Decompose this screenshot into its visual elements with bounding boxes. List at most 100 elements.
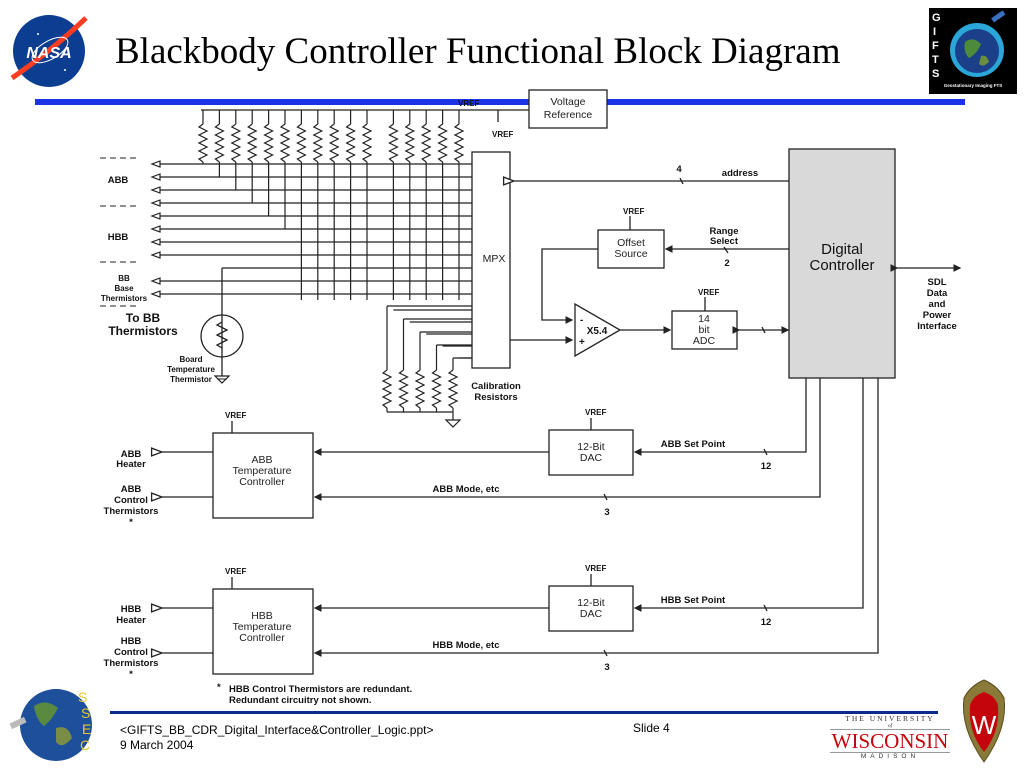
abb-controller-label-3: Controller [239, 476, 285, 488]
channel-arrow [150, 173, 161, 181]
resistor [437, 123, 448, 163]
ssec-logo: S S E C [6, 680, 98, 766]
svg-text:S: S [81, 705, 90, 721]
hbb-set-point-bits: 12 [761, 617, 772, 628]
uw-text-top: THE UNIVERSITY [845, 714, 935, 723]
amp-plus: + [579, 337, 585, 348]
range-select-label-1: Range [709, 226, 738, 237]
voltage-reference-block [528, 89, 608, 129]
abb-dac-label-2: DAC [580, 452, 603, 464]
amp-minus: - [580, 315, 583, 326]
abb-heater-label-1: ABB [121, 449, 142, 460]
vref-label: VREF [492, 130, 513, 139]
board-thermistor-label-3: Thermistor [170, 375, 212, 384]
resistor [381, 369, 393, 409]
hbb-thermistors-label-3: Thermistors [104, 658, 159, 669]
offset-source-block [597, 229, 665, 269]
hbb-mode-label: HBB Mode, etc [432, 640, 499, 651]
resistor [414, 369, 426, 409]
abb-dac-block [548, 429, 634, 476]
hbb-heater-label-1: HBB [121, 604, 142, 615]
offset-source-label-2: Source [614, 248, 647, 260]
to-bb-thermistors-label-2: Thermistors [108, 324, 178, 338]
to-bb-thermistors-label-1: To BB [126, 311, 161, 325]
footnote-line-2: Redundant circuitry not shown. [229, 695, 372, 706]
resistor [453, 123, 465, 163]
svg-text:F: F [932, 40, 939, 52]
hbb-thermistors-label-4: * [129, 669, 133, 680]
resistor [447, 369, 459, 409]
hbb-controller-label-3: Controller [239, 632, 285, 644]
uw-text-of: of [887, 723, 893, 729]
resistor [296, 123, 307, 163]
mpx-label: MPX [483, 253, 506, 265]
sdl-label-3: and [929, 299, 946, 310]
bus-slash [679, 177, 684, 185]
uw-madison-crest: W [958, 678, 1010, 764]
svg-text:G: G [932, 12, 941, 24]
channel-arrow [150, 251, 161, 259]
digital-controller-block [788, 148, 896, 379]
voltage-reference-label-2: Reference [544, 109, 593, 121]
footer-date: 9 March 2004 [120, 738, 194, 752]
footnote-star: * [217, 682, 221, 693]
hbb-temperature-controller-block [212, 588, 314, 675]
amp-gain-label: X5.4 [587, 326, 608, 337]
abb-heater-label-2: Heater [116, 459, 146, 470]
resistor [328, 123, 340, 163]
hbb-mode-bus [313, 378, 879, 657]
abb-label: ABB [108, 175, 129, 186]
mpx-block [471, 151, 511, 369]
svg-text:S: S [78, 689, 87, 705]
resistor [420, 123, 432, 163]
footer-divider [110, 711, 938, 714]
vref-label: VREF [698, 288, 719, 297]
hbb-thermistors-label-2: Control [114, 647, 148, 658]
abb-thermistors-label-1: ABB [121, 484, 142, 495]
calibration-resistors-label-1: Calibration [471, 381, 521, 392]
resistor [398, 369, 409, 409]
channel-arrow [150, 238, 161, 246]
svg-text:T: T [932, 54, 939, 66]
vref-label: VREF [458, 99, 479, 108]
gifts-logo: G I F T S Geostationary Imaging FTS [929, 8, 1017, 94]
page-title: Blackbody Controller Functional Block Di… [115, 31, 841, 72]
footnote-line-1: HBB Control Thermistors are redundant. [229, 684, 412, 695]
abb-set-point-bus [633, 378, 807, 456]
abb-thermistors-label-3: Thermistors [104, 506, 159, 517]
abb-set-point-label: ABB Set Point [661, 439, 726, 450]
vref-label: VREF [585, 564, 606, 573]
sdl-label-2: Data [927, 288, 948, 299]
hbb-controller-label-1: HBB [251, 610, 273, 622]
channel-arrow [150, 186, 161, 194]
svg-text:E: E [82, 721, 91, 737]
channel-arrow [150, 277, 161, 285]
sdl-label-1: SDL [928, 277, 947, 288]
uw-text-bottom: MADISON [860, 753, 920, 760]
ground-icon [444, 419, 462, 428]
hbb-dac-label-1: 12-Bit [577, 597, 605, 609]
digital-controller-label-2: Controller [809, 257, 874, 274]
sdl-label-4: Power [923, 310, 952, 321]
header-divider [35, 99, 965, 105]
abb-mode-bits: 3 [604, 507, 609, 518]
channel-arrow [150, 160, 161, 168]
amplifier [574, 302, 622, 358]
vref-label: VREF [585, 408, 606, 417]
resistor [279, 123, 291, 163]
calibration-resistor-array [381, 305, 472, 428]
bb-base-label-1: BB [118, 274, 130, 283]
address-bits: 4 [676, 164, 682, 175]
hbb-set-point-label: HBB Set Point [661, 595, 726, 606]
pullup-resistor-array [150, 110, 472, 359]
range-select-label-2: Select [710, 236, 739, 247]
svg-text:W: W [972, 710, 997, 740]
abb-controller-label-2: Temperature [233, 465, 292, 477]
resistor [431, 369, 442, 409]
digital-controller-label-1: Digital [821, 241, 863, 258]
adc-label-3: ADC [693, 335, 716, 347]
adc-label-1: 14 [698, 313, 710, 325]
hbb-mode-bits: 3 [604, 662, 609, 673]
vref-label: VREF [623, 207, 644, 216]
